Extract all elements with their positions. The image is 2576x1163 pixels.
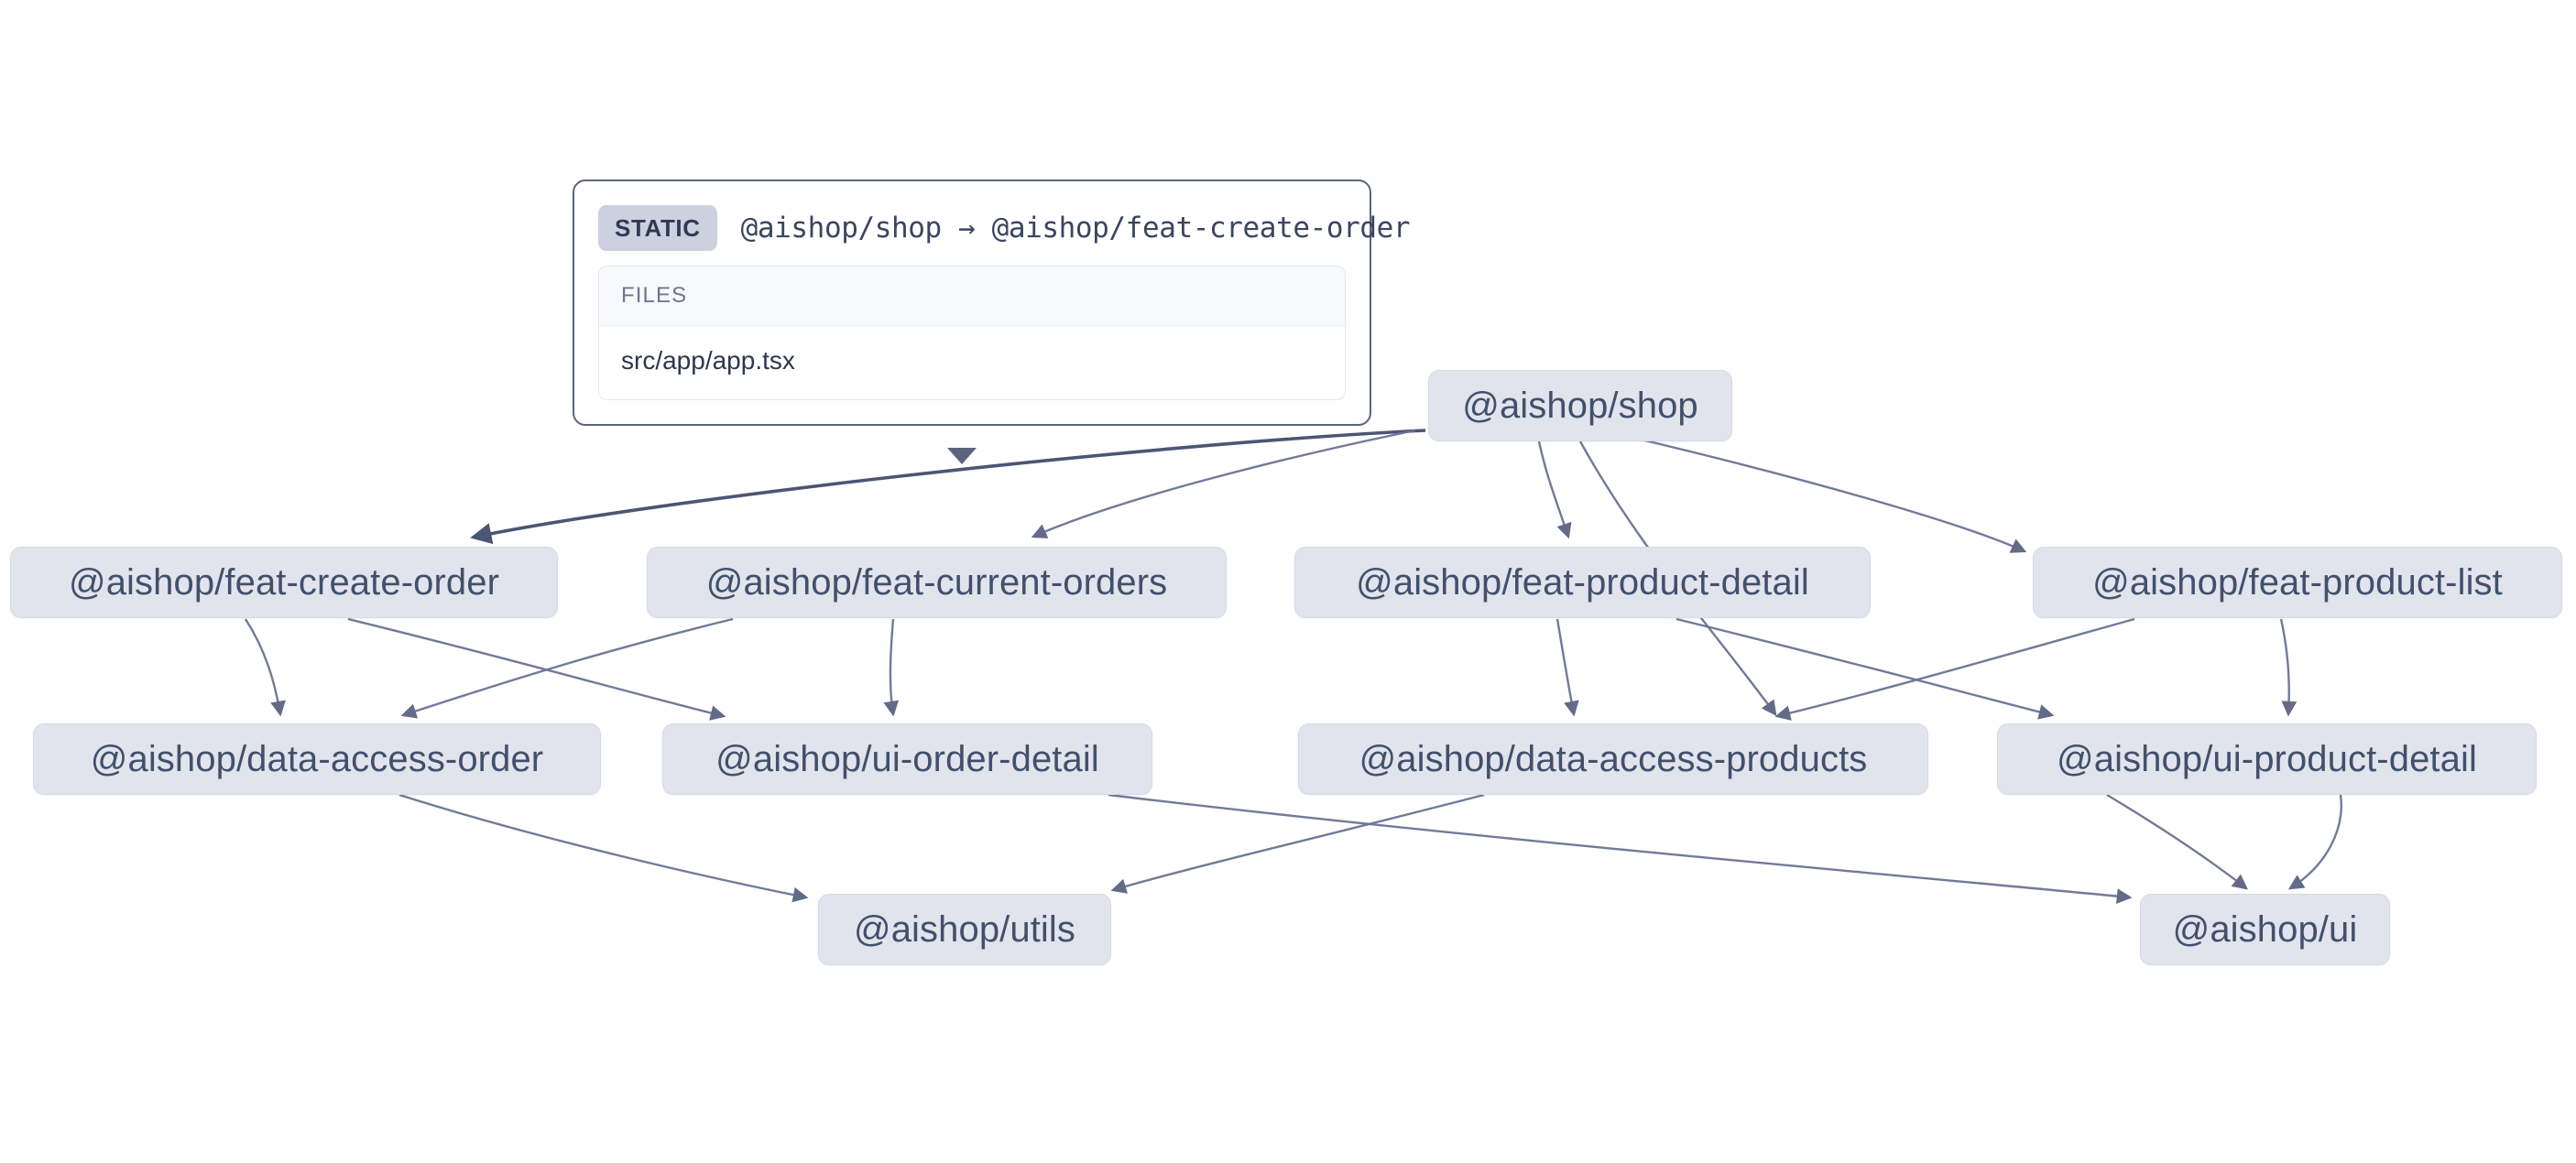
file-row[interactable]: src/app/app.tsx	[599, 326, 1345, 399]
tooltip-pointer-triangle	[947, 448, 977, 464]
graph-node-feat-product-detail[interactable]: @aishop/feat-product-detail	[1294, 547, 1871, 618]
graph-node-ui-product-detail[interactable]: @aishop/ui-product-detail	[1997, 723, 2537, 795]
graph-node-label: @aishop/data-access-order	[90, 739, 544, 779]
graph-node-label: @aishop/ui-product-detail	[2057, 739, 2477, 779]
graph-node-label: @aishop/shop	[1462, 386, 1698, 426]
graph-node-label: @aishop/feat-create-order	[69, 562, 499, 603]
graph-node-label: @aishop/data-access-products	[1359, 739, 1868, 779]
graph-node-label: @aishop/ui-order-detail	[715, 739, 1099, 779]
graph-edge-feat-current-orders-to-data-access-order[interactable]	[400, 617, 734, 719]
graph-node-label: @aishop/feat-current-orders	[705, 562, 1168, 603]
tooltip-title: @aishop/shop → @aishop/feat-create-order	[740, 212, 1411, 245]
graph-node-shop[interactable]: @aishop/shop	[1428, 370, 1732, 441]
graph-node-label: @aishop/utils	[853, 909, 1076, 950]
graph-node-ui-order-detail[interactable]: @aishop/ui-order-detail	[662, 723, 1152, 795]
graph-edge-data-access-products-to-utils[interactable]	[1110, 793, 1485, 894]
graph-node-data-access-products[interactable]: @aishop/data-access-products	[1298, 723, 1928, 795]
graph-edge-shop-to-feat-product-detail[interactable]	[1537, 440, 1572, 539]
graph-node-data-access-order[interactable]: @aishop/data-access-order	[33, 723, 601, 795]
graph-node-feat-current-orders[interactable]: @aishop/feat-current-orders	[647, 547, 1227, 618]
graph-node-utils[interactable]: @aishop/utils	[818, 894, 1111, 965]
files-list: src/app/app.tsx	[599, 326, 1345, 399]
graph-edge-feat-create-order-to-ui-order-detail[interactable]	[347, 617, 726, 721]
graph-edge-feat-current-orders-to-ui-order-detail[interactable]	[883, 618, 900, 717]
graph-edge-ui-product-detail-to-ui[interactable]	[2287, 794, 2342, 890]
tooltip-header: STATIC @aishop/shop → @aishop/feat-creat…	[598, 201, 1411, 266]
files-panel-header: FILES	[599, 266, 1345, 326]
graph-edge-feat-product-list-to-ui-product-detail[interactable]	[2279, 618, 2298, 717]
graph-node-ui[interactable]: @aishop/ui	[2140, 894, 2390, 965]
graph-edge-ui-product-detail-to-ui[interactable]	[2106, 793, 2248, 890]
graph-node-feat-create-order[interactable]: @aishop/feat-create-order	[10, 547, 558, 618]
edge-details-tooltip[interactable]: STATIC @aishop/shop → @aishop/feat-creat…	[573, 179, 1411, 426]
static-badge: STATIC	[598, 205, 717, 251]
graph-node-label: @aishop/ui	[2172, 909, 2358, 950]
graph-node-feat-product-list[interactable]: @aishop/feat-product-list	[2033, 547, 2562, 618]
graph-edge-data-access-order-to-utils[interactable]	[398, 793, 809, 903]
graph-edge-feat-product-detail-to-ui-product-detail[interactable]	[1675, 617, 2055, 720]
graph-edge-feat-create-order-to-data-access-order[interactable]	[244, 618, 286, 717]
graph-node-label: @aishop/feat-product-detail	[1356, 562, 1809, 603]
graph-edge-shop-to-feat-create-order[interactable]	[470, 429, 1426, 545]
graph-node-label: @aishop/feat-product-list	[2092, 562, 2503, 603]
graph-edge-shop-to-feat-current-orders[interactable]	[1031, 429, 1416, 538]
graph-edge-ui-order-detail-to-ui[interactable]	[1108, 793, 2133, 904]
graph-edge-shop-to-feat-product-list[interactable]	[1632, 436, 2027, 553]
graph-edge-feat-product-detail-to-data-access-products[interactable]	[1555, 618, 1579, 717]
graph-edge-feat-product-list-to-data-access-products[interactable]	[1774, 617, 2135, 721]
files-panel: FILES src/app/app.tsx	[598, 266, 1346, 400]
